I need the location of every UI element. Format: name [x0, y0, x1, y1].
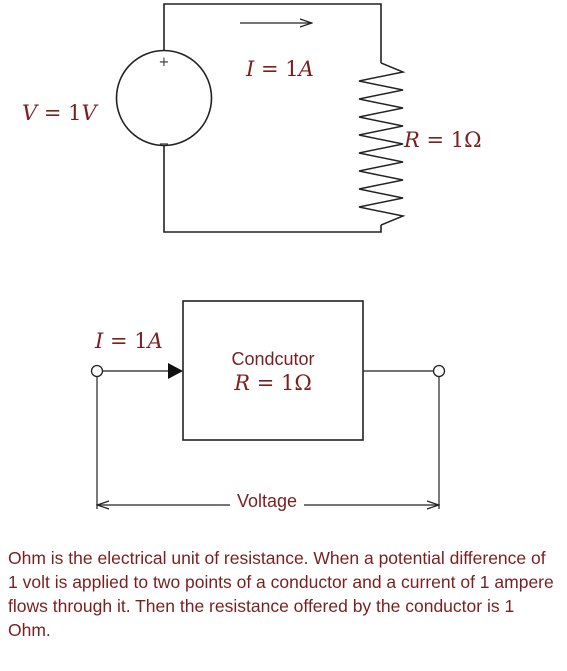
resistor-zigzag: [358, 62, 406, 226]
circuit-wire: [163, 3, 382, 233]
circuit-current-label: I = 1A: [245, 57, 314, 81]
source-plus-sign: +: [159, 55, 170, 70]
voltage-label: Voltage: [237, 491, 297, 511]
input-current-arrowhead: [168, 363, 183, 379]
ohms-law-diagram: + − V = 1V I = 1A R = 1Ω Condcutor R = 1…: [22, 3, 482, 514]
voltage-label-backdrop: [230, 490, 304, 514]
input-terminal: [90, 364, 104, 378]
conductor-title: Condcutor: [231, 349, 314, 369]
output-terminal: [432, 364, 446, 378]
conductor-resistance-label: R = 1Ω: [233, 371, 312, 395]
conductor-diagram: Condcutor R = 1Ω Voltage I = 1A: [90, 300, 446, 514]
resistor-value-label: R = 1Ω: [403, 128, 482, 152]
conductor-current-label: I = 1A: [94, 329, 163, 353]
source-minus-sign: −: [159, 137, 170, 152]
ohm-definition-caption: Ohm is the electrical unit of resistance…: [8, 548, 554, 640]
voltage-source: [115, 49, 213, 147]
series-circuit: + − V = 1V I = 1A R = 1Ω: [22, 3, 482, 233]
source-voltage-label: V = 1V: [22, 101, 98, 125]
